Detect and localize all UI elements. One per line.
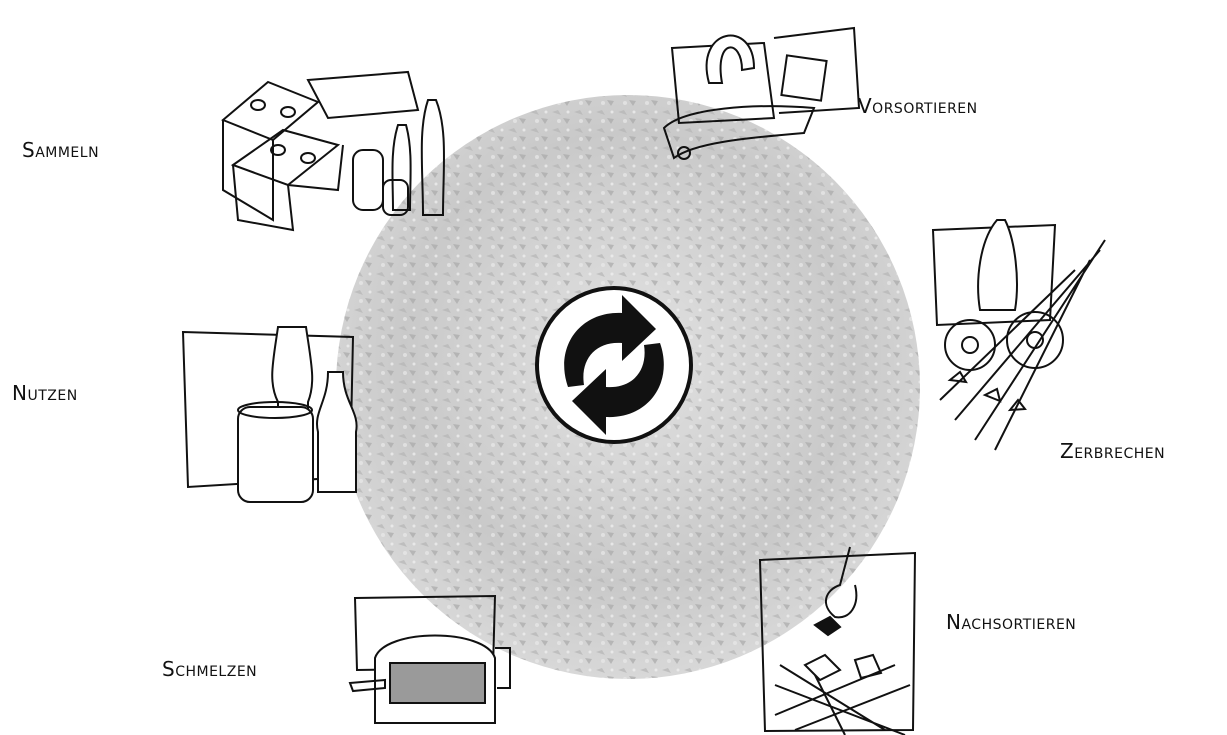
step-label-sammeln: Sammeln [22,138,100,162]
manual-sorting-sketch [758,546,917,735]
step-label-zerbrechen: Zerbrechen [1060,439,1166,463]
step-label-nutzen: Nutzen [12,381,78,405]
step-label-nachsortieren: Nachsortieren [946,610,1077,634]
step-label-schmelzen: Schmelzen [162,657,258,681]
magnet-presorting-sketch [662,26,861,160]
crushing-gears-sketch [931,219,1106,451]
step-label-vorsortieren: Vorsortieren [858,94,978,118]
melting-furnace-sketch [348,594,511,724]
reuse-bottles-sketch [181,326,358,503]
recycling-arrows-icon [535,286,693,444]
collection-boxes-sketch [221,70,446,232]
